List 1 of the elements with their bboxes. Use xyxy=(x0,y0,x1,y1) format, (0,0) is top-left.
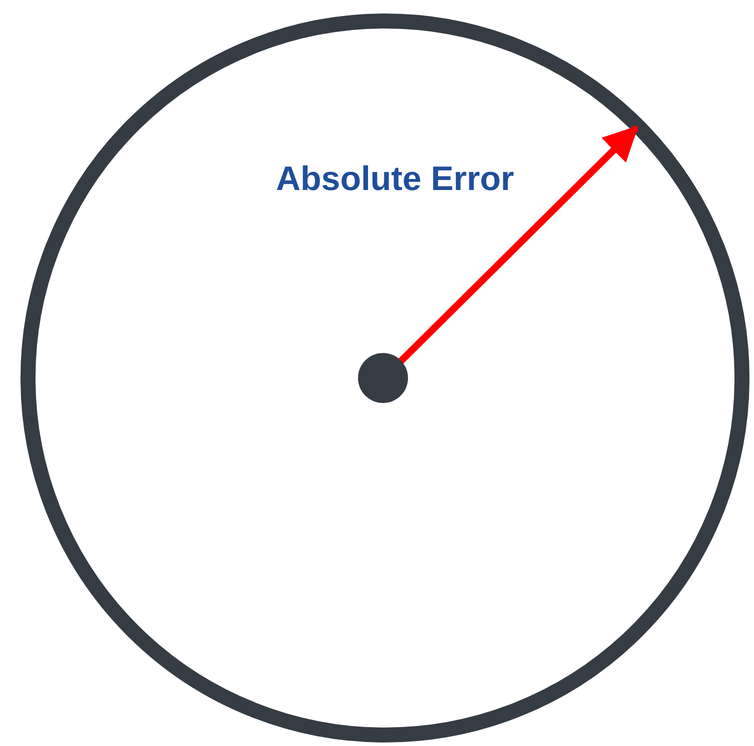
radius-label: Absolute Error xyxy=(274,160,516,199)
